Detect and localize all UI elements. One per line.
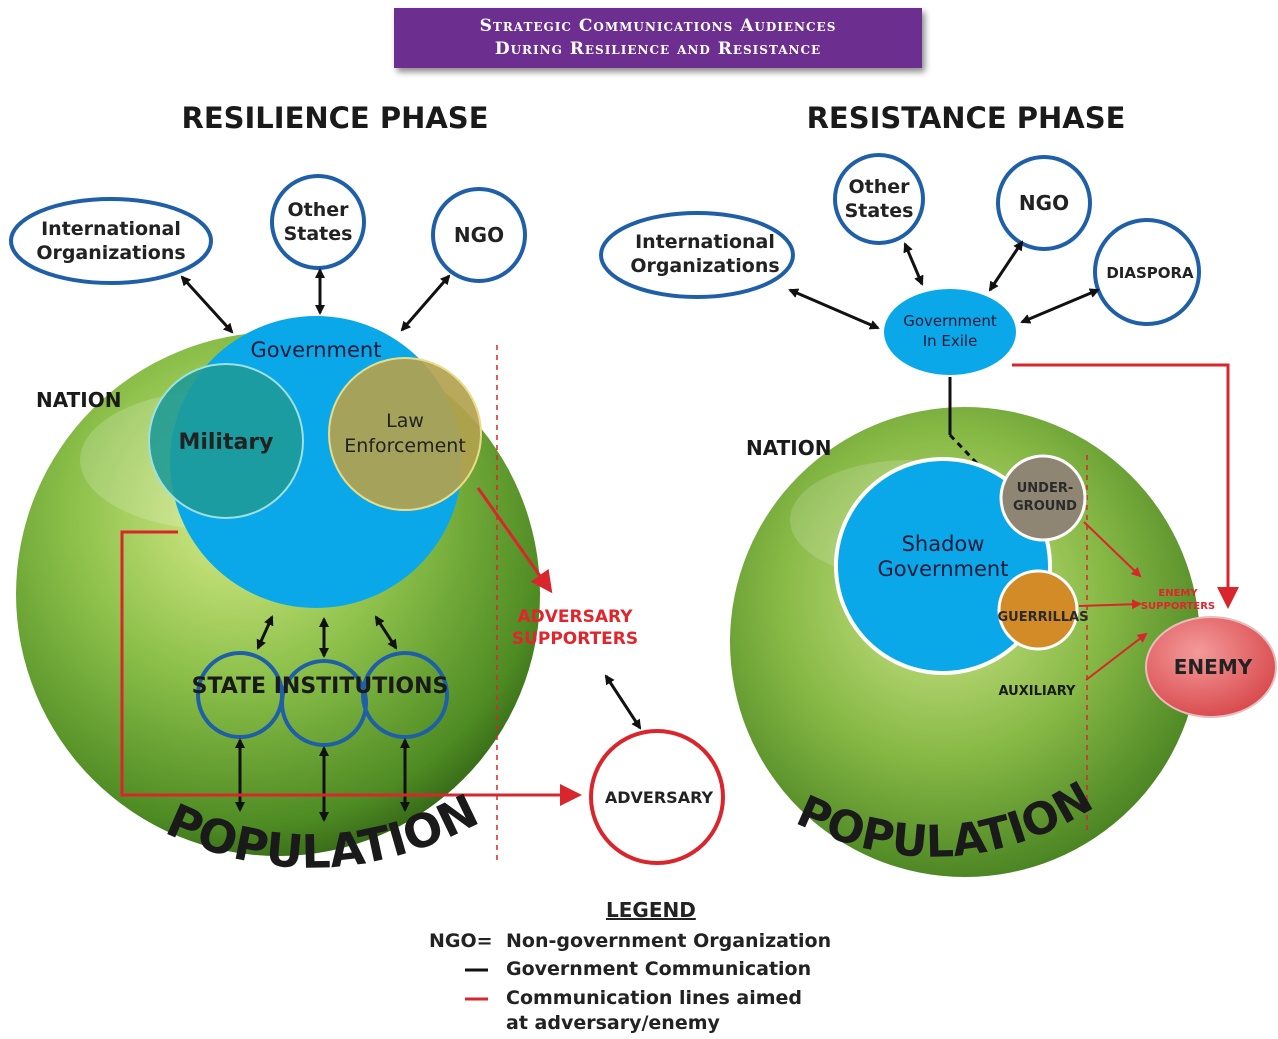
gov-inst-arrow-3: [374, 615, 398, 650]
resilience-nation-label: NATION: [36, 388, 122, 412]
guerrillas-circle: [997, 569, 1079, 651]
exile-enemy-red-line: [1012, 363, 1239, 609]
resilience-government-label: Government: [251, 338, 382, 362]
resilience-other-states-node: [270, 174, 366, 270]
auxiliary-label: AUXILIARY: [999, 684, 1077, 699]
states-exile-arrow: [903, 242, 924, 286]
resilience-military-label: Military: [178, 430, 273, 455]
intl-gov-arrow: [180, 275, 234, 334]
resistance-nation-label: NATION: [746, 436, 832, 460]
gov-adversary-red-line: [120, 530, 582, 806]
resilience-law-enforcement-circle: [328, 357, 482, 511]
resilience-ngo-node: [431, 187, 527, 283]
resilience-ngo-label: NGO: [454, 223, 504, 247]
adversary-label: ADVERSARY: [605, 788, 714, 807]
underground-supporters-red-arrow: [1083, 521, 1142, 578]
resistance-international-orgs-node: [599, 211, 795, 299]
auxiliary-supporters-red-arrow: [1085, 632, 1148, 681]
resilience-phase-title: RESILIENCE PHASE: [181, 101, 488, 135]
ngo-exile-arrow: [988, 240, 1024, 292]
state-institutions-label: STATE INSTITUTIONS: [192, 674, 449, 699]
supporters-adversary-arrow: [604, 674, 642, 730]
enemy-label: ENEMY: [1174, 655, 1253, 679]
guerrillas-supporters-red-arrow: [1078, 599, 1142, 610]
resilience-international-orgs-node: [9, 197, 213, 285]
guerrillas-label: GUERRILLAS: [998, 610, 1089, 625]
legend-ngo-definition: Non-government Organization: [506, 930, 832, 952]
resistance-ngo-node: [996, 155, 1092, 251]
legend-red-line-text-2: at adversary/enemy: [506, 1012, 720, 1034]
resistance-other-states-node: [833, 153, 925, 245]
legend-government-communication: Government Communication: [506, 958, 812, 980]
state-institution-circle-2: [280, 659, 368, 747]
diaspora-node: [1093, 218, 1201, 326]
state-institution-circle-3: [361, 651, 449, 739]
gov-inst-arrow-1: [256, 615, 274, 650]
legend-title: LEGEND: [606, 898, 696, 922]
ngo-gov-arrow: [400, 274, 451, 332]
resistance-ngo-label: NGO: [1019, 191, 1069, 215]
law-supporters-red-arrow: [476, 487, 553, 594]
adversary-node: [589, 729, 725, 865]
legend-ngo-key: NGO=: [429, 930, 493, 952]
resistance-phase-title: RESISTANCE PHASE: [807, 101, 1126, 135]
shadow-government-circle: [834, 457, 1052, 675]
underground-label: UNDER-GROUND: [1013, 481, 1077, 514]
resilience-military-circle: [148, 363, 304, 519]
title-banner: Strategic Communications Audiences Durin…: [394, 8, 922, 68]
title-line-1: Strategic Communications Audiences: [479, 16, 837, 36]
diaspora-label: DIASPORA: [1106, 264, 1194, 282]
intl-exile-arrow: [788, 288, 880, 330]
underground-circle: [999, 454, 1087, 542]
diaspora-exile-arrow: [1020, 288, 1100, 324]
title-line-2: During Resilience and Resistance: [494, 39, 822, 59]
legend-red-line-text-1: Communication lines aimed: [506, 987, 803, 1009]
enemy-node: [1145, 616, 1277, 718]
